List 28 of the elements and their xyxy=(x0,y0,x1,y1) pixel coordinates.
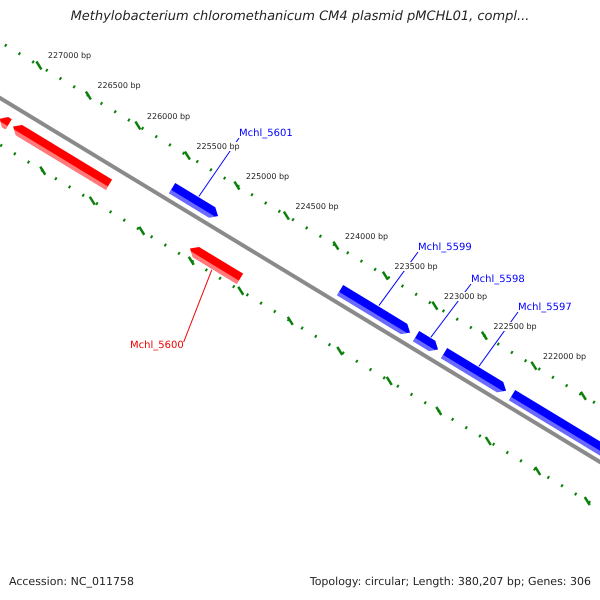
gene-feature xyxy=(169,183,218,218)
leader-line xyxy=(183,269,212,342)
gene-feature xyxy=(12,125,112,190)
gene-feature xyxy=(190,247,244,284)
scale-label: 224500 bp xyxy=(294,202,340,211)
gene-label: Mchl_5601 xyxy=(239,128,293,139)
scale-label: 222500 bp xyxy=(492,322,538,331)
gene-label: Mchl_5599 xyxy=(418,242,472,253)
scale-label: 222000 bp xyxy=(542,352,588,361)
gene-feature xyxy=(441,348,506,393)
leader-line xyxy=(198,138,240,197)
scale-label: 226000 bp xyxy=(146,112,192,120)
scale-label: 226500 bp xyxy=(96,81,142,90)
gene-feature xyxy=(413,331,438,352)
scale-label: 225500 bp xyxy=(195,142,241,151)
accession-text: Accession: NC_011758 xyxy=(9,575,134,588)
gene-label: Mchl_5598 xyxy=(471,274,525,285)
gene-label: Mchl_5600 xyxy=(130,340,184,351)
summary-text: Topology: circular; Length: 380,207 bp; Genes: 306 xyxy=(310,575,591,588)
scale-label: 223500 bp xyxy=(393,262,439,271)
gene-feature xyxy=(0,116,12,130)
scale-label: 225000 bp xyxy=(244,172,290,181)
gene-label: Mchl_5597 xyxy=(518,302,572,313)
scale-label: 224000 bp xyxy=(344,232,390,241)
scale-label: 227000 bp xyxy=(46,51,92,60)
scale-label: 223000 bp xyxy=(442,292,488,301)
title: Methylobacterium chloromethanicum CM4 plasmid pMCHL01, compl... xyxy=(70,9,530,24)
gene-feature xyxy=(337,285,410,334)
